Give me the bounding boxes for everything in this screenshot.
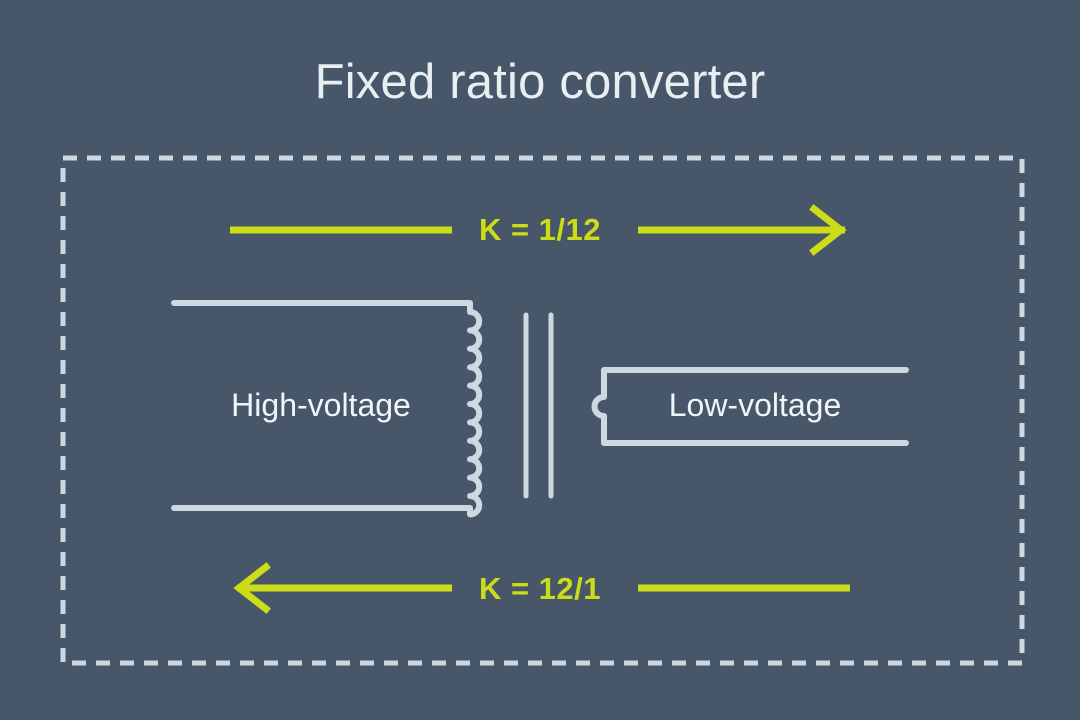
- dashed-boundary-rect: [60, 155, 1025, 666]
- primary-winding-coil: [171, 300, 483, 518]
- bottom-ratio-label: K = 12/1: [478, 571, 602, 606]
- secondary-winding-label: Low-voltage: [668, 387, 842, 423]
- bottom-arrow-head-icon: [233, 562, 271, 614]
- secondary-winding-coil: [591, 367, 909, 446]
- primary-winding-label: High-voltage: [231, 387, 411, 423]
- top-arrow-head-icon: [809, 204, 847, 256]
- page-title: Fixed ratio converter: [314, 55, 766, 109]
- top-ratio-label: K = 1/12: [478, 212, 602, 247]
